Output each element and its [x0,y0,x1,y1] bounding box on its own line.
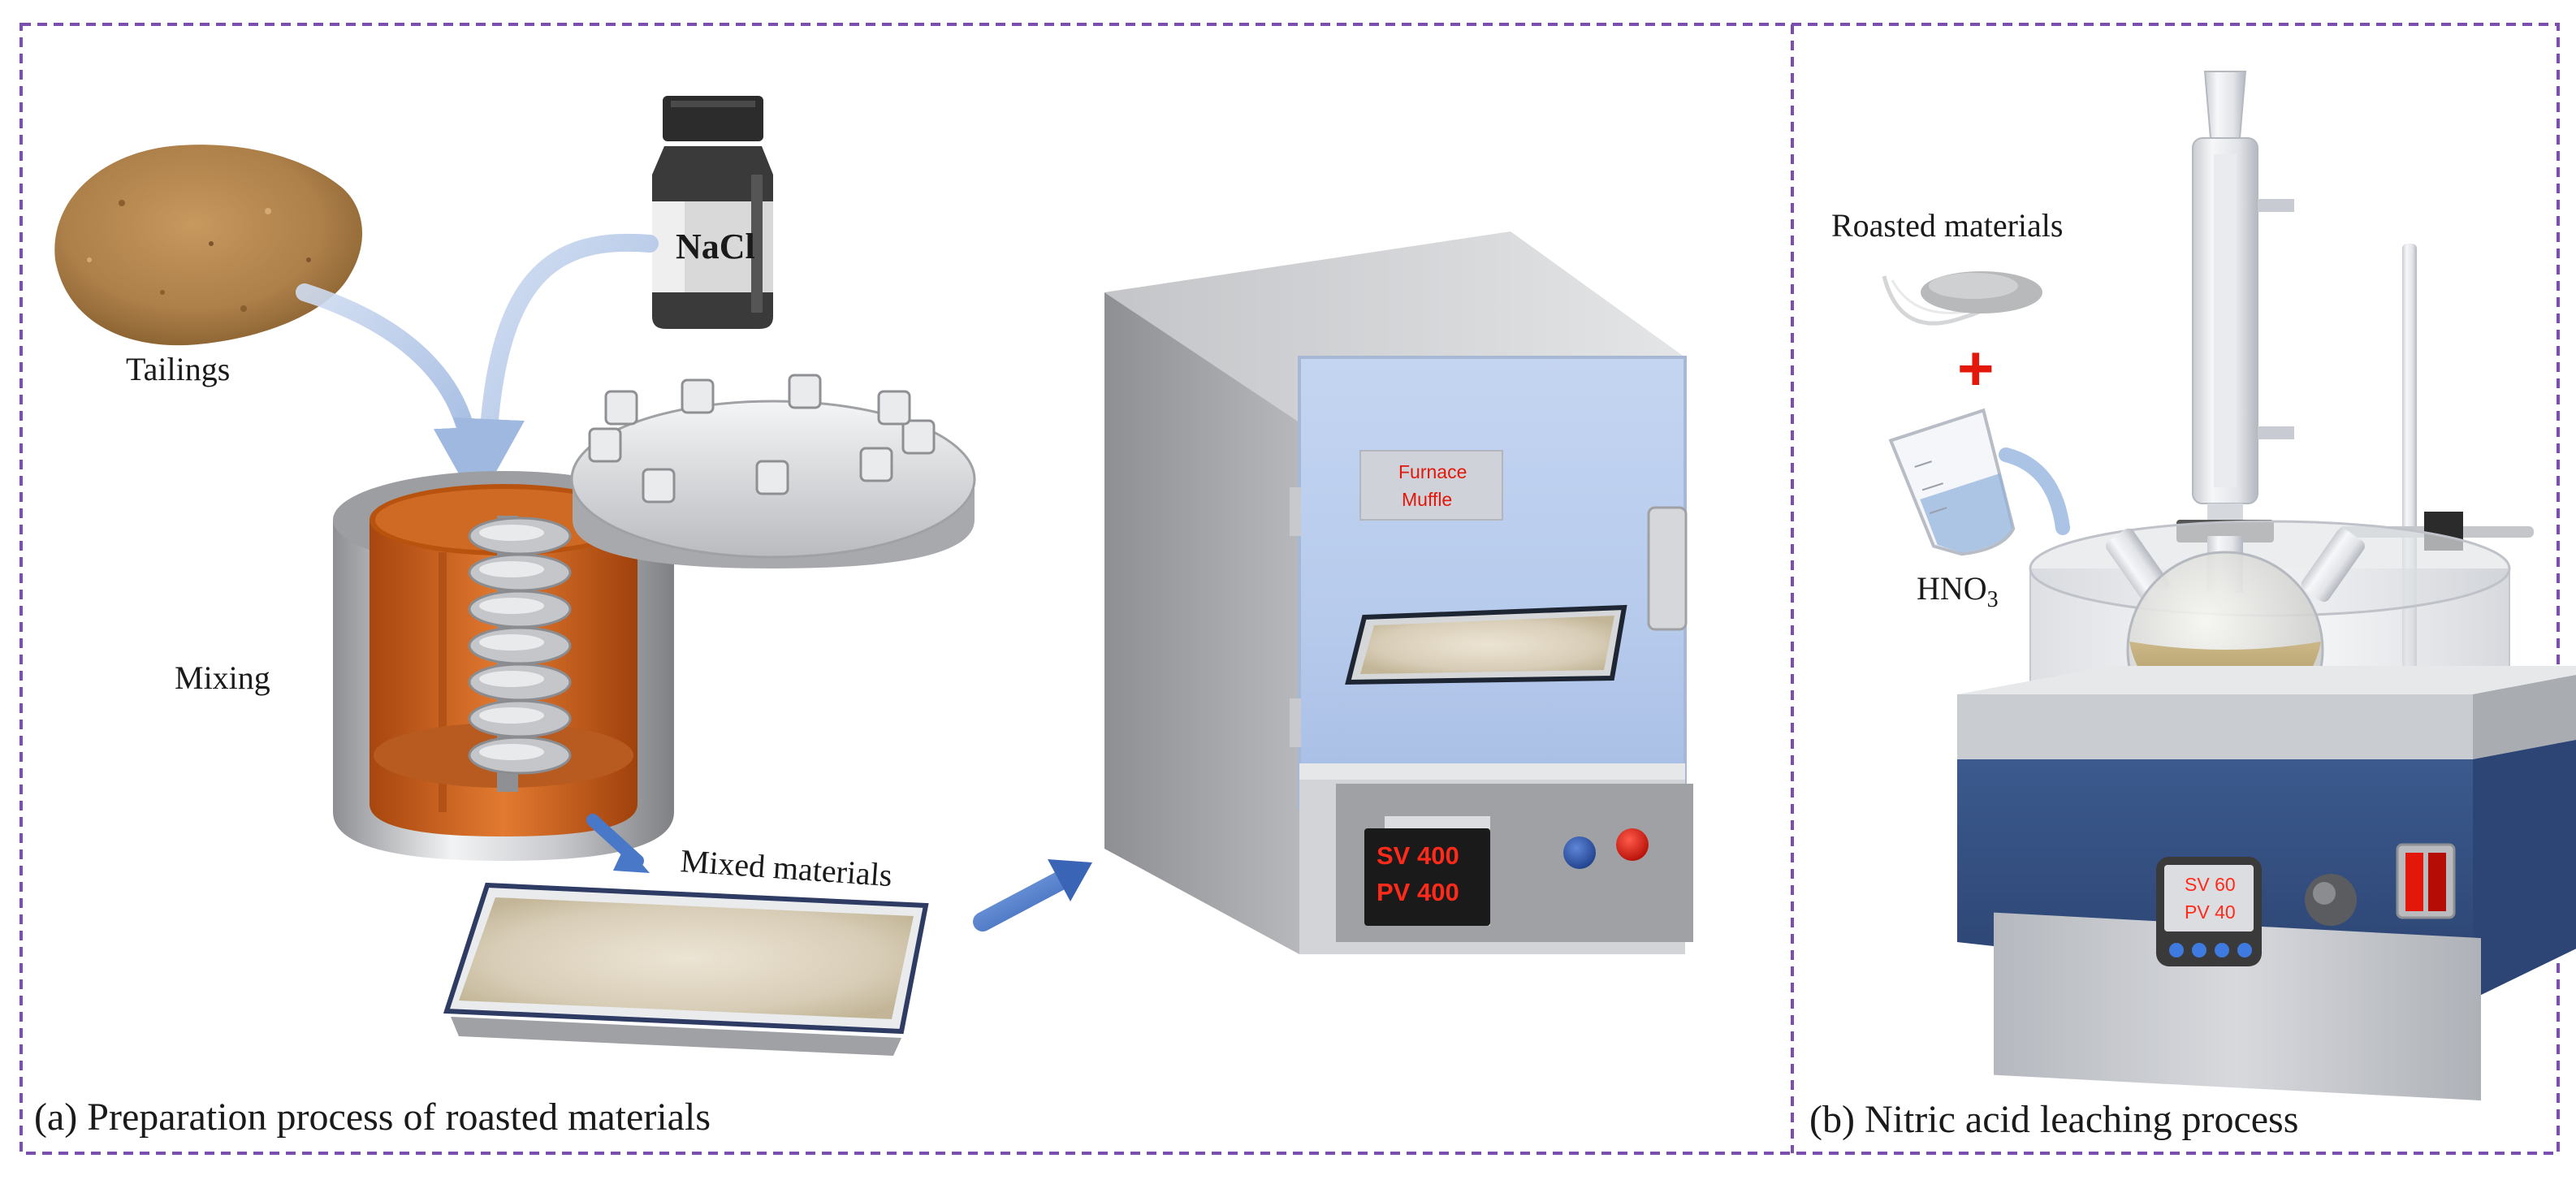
nacl-bottle [652,96,773,329]
roasted-materials-label: Roasted materials [1831,207,2064,244]
tailings-feed-arrow [296,283,505,499]
caption-panel-a: (a) Preparation process of roasted mater… [34,1096,711,1139]
mixing-label: Mixing [175,659,270,696]
mixing-screw [468,516,572,792]
hno3-base: HNO [1917,570,1987,607]
plus-sign: + [1957,332,1995,404]
hotplate-stirrer [1957,666,2576,1101]
furnace-label-line1: Furnace [1398,461,1467,482]
hno3-subscript: 3 [1986,587,1999,612]
stirrer-sv-readout: SV 60 [2185,874,2236,895]
lid-bolts [588,374,936,504]
nacl-feed-arrow [453,233,659,491]
furnace-pv-readout: PV 400 [1377,878,1459,906]
furnace-knob-red [1616,828,1649,861]
stirrer-buttons [2169,943,2252,957]
reflux-condenser [2176,71,2294,542]
hno3-label: HNO3 [1917,573,1999,612]
caption-panel-b: (b) Nitric acid leaching process [1809,1098,2299,1141]
stirrer-pv-readout: PV 40 [2185,901,2236,923]
furnace-knob-blue [1563,836,1596,869]
to-furnace-arrow [973,859,1092,931]
tailings-label: Tailings [126,351,231,387]
furnace-label-line2: Muffle [1402,489,1453,510]
stirrer-power-switch [2396,843,2456,919]
mixed-materials-tray [443,882,929,1056]
furnace-sv-readout: SV 400 [1377,841,1459,870]
frame-outer [19,23,2560,1155]
reactor-lid [570,374,976,568]
roasted-materials-spoon [1882,271,2042,326]
acid-beaker [1888,408,2070,556]
nacl-label: NaCl [676,227,755,266]
tailings-powder-pile [54,145,363,346]
furnace-display [1364,828,1490,926]
